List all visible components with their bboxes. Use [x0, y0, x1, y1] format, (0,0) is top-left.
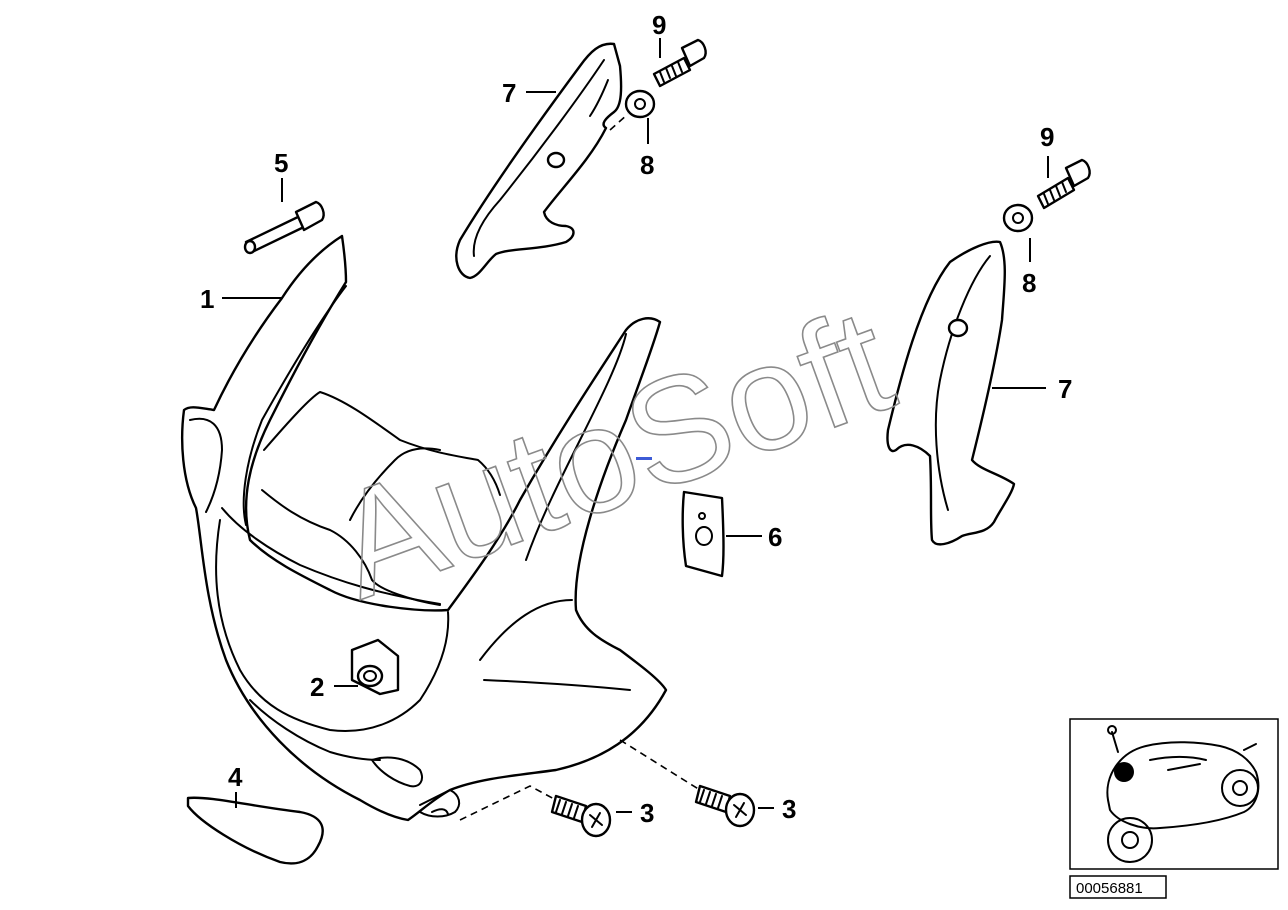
part-7-trim-panel-right[interactable]: [886, 240, 1046, 546]
assembly-line-washer-upper: [609, 113, 629, 131]
part-7-trim-panel-upper[interactable]: [455, 42, 623, 280]
callout-8-upper: 8: [640, 150, 654, 180]
part-4-reflector[interactable]: [186, 792, 324, 865]
part-3-screw-b[interactable]: [694, 784, 774, 828]
callout-5: 5: [274, 148, 288, 178]
callout-9-right: 9: [1040, 122, 1054, 152]
callout-4: 4: [228, 762, 243, 792]
callout-7-right: 7: [1058, 374, 1072, 404]
reference-number-box: 00056881: [1069, 875, 1167, 899]
callout-3-left: 3: [640, 798, 654, 828]
callout-3-right: 3: [782, 794, 796, 824]
part-8-washer-right[interactable]: [1002, 203, 1034, 262]
callout-9-upper: 9: [652, 10, 666, 40]
assembly-line-screw-a: [459, 785, 557, 821]
watermark-text: AutoSoft: [313, 275, 911, 630]
location-marker: [1114, 762, 1134, 782]
callout-6: 6: [768, 522, 782, 552]
part-6-pad[interactable]: [681, 490, 762, 578]
part-9-bolt-right[interactable]: [1036, 156, 1091, 210]
location-thumbnail: [1069, 718, 1279, 870]
callout-1: 1: [200, 284, 214, 314]
callout-2: 2: [310, 672, 324, 702]
part-9-bolt-upper[interactable]: [652, 38, 707, 88]
callout-8-right: 8: [1022, 268, 1036, 298]
part-5-pin[interactable]: [243, 178, 325, 255]
callout-7-upper: 7: [502, 78, 516, 108]
reference-number: 00056881: [1076, 880, 1143, 897]
part-1-front-fairing[interactable]: [180, 234, 668, 822]
part-3-screw-a[interactable]: [550, 794, 632, 838]
assembly-line-screw-b: [619, 739, 701, 791]
part-8-washer-upper[interactable]: [609, 89, 656, 144]
motorcycle-silhouette-icon: [1106, 725, 1260, 863]
part-2-spring-nut[interactable]: [334, 638, 400, 696]
watermark-accent-mark: [636, 457, 652, 460]
